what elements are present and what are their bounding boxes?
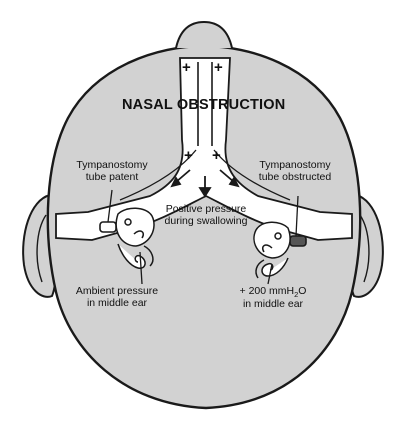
plus-sign-top-right: + xyxy=(214,59,223,76)
left-ear-inner xyxy=(36,214,47,283)
label-ambient-pressure-line2: in middle ear xyxy=(86,296,148,309)
left-tube-patent xyxy=(99,221,117,233)
right-tube-obstructed xyxy=(289,235,307,247)
plus-sign-top-left: + xyxy=(182,59,191,76)
label-positive-200-line2: in middle ear xyxy=(242,298,304,311)
leader-right-top xyxy=(295,195,299,237)
page-title: NASAL OBSTRUCTION xyxy=(122,97,286,113)
leader-lines xyxy=(107,189,299,285)
label-positive-200: + 200 mmH2O in middle ear xyxy=(218,285,328,311)
leader-left-bottom xyxy=(139,251,143,285)
head-outline xyxy=(46,44,362,410)
label-tube-obstructed-line2: tube obstructed xyxy=(258,170,332,183)
label-tube-patent-line2: tube patent xyxy=(85,170,139,183)
label-ambient-pressure-line1: Ambient pressure xyxy=(75,285,159,297)
airway-inner-left xyxy=(119,149,197,201)
arrowhead-left xyxy=(170,176,182,188)
label-tube-patent: Tympanostomy tube patent xyxy=(62,159,162,184)
pressure-arrows xyxy=(170,169,240,198)
arrowhead-right xyxy=(228,176,240,188)
airway-inner-right xyxy=(213,149,291,201)
label-tube-patent-line1: Tympanostomy xyxy=(76,159,148,171)
label-tube-obstructed: Tympanostomy tube obstructed xyxy=(240,159,350,184)
plus-sign-mid-right: + xyxy=(212,147,221,164)
label-positive-pressure-line1: Positive pressure xyxy=(165,203,247,215)
leader-left-top xyxy=(107,189,113,223)
label-positive-200-unit-end: O xyxy=(298,285,307,297)
nose-outline xyxy=(175,20,233,49)
label-positive-200-value: + 200 mmH xyxy=(239,285,295,297)
plus-sign-mid-left: + xyxy=(184,147,193,164)
label-positive-200-line1: + 200 mmH2O xyxy=(218,285,328,300)
label-ambient-pressure: Ambient pressure in middle ear xyxy=(62,285,172,310)
label-positive-pressure-line2: during swallowing xyxy=(164,214,248,227)
right-ear-inner xyxy=(359,214,370,283)
right-middle-ear xyxy=(253,221,291,279)
left-middle-ear xyxy=(115,207,155,269)
label-tube-obstructed-line1: Tympanostomy xyxy=(259,159,331,171)
leader-right-bottom xyxy=(267,263,273,285)
label-positive-pressure: Positive pressure during swallowing xyxy=(148,203,264,228)
label-positive-200-subscript: 2 xyxy=(294,290,299,300)
arrowhead-down xyxy=(198,187,212,198)
